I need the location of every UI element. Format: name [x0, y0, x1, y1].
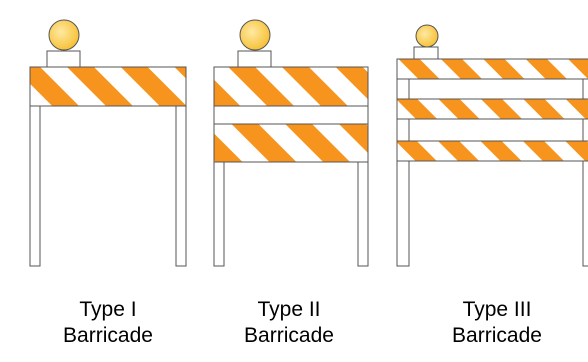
- warning-lamp-icon: [238, 20, 271, 67]
- post-left: [30, 106, 40, 266]
- type-2-barricade: [214, 20, 368, 266]
- rail-1: [214, 67, 368, 106]
- warning-lamp-icon: [414, 25, 438, 59]
- rail-1: [30, 67, 186, 106]
- warning-lamp-icon: [47, 20, 80, 67]
- caption-type-3-line1: Type III: [437, 297, 557, 323]
- post-right: [176, 106, 186, 266]
- caption-type-3: Type III Barricade: [437, 297, 557, 349]
- caption-type-3-line2: Barricade: [437, 323, 557, 349]
- rail-1: [397, 59, 588, 79]
- caption-type-1-line2: Barricade: [48, 323, 168, 349]
- rail-2: [397, 99, 588, 119]
- caption-type-2: Type II Barricade: [229, 297, 349, 349]
- type-1-barricade: [30, 20, 186, 266]
- caption-type-1-line1: Type I: [48, 297, 168, 323]
- rail-gap: [214, 106, 368, 124]
- caption-type-1: Type I Barricade: [48, 297, 168, 349]
- rail-2: [214, 124, 368, 162]
- caption-type-2-line2: Barricade: [229, 323, 349, 349]
- rail-3: [397, 141, 588, 161]
- caption-type-2-line1: Type II: [229, 297, 349, 323]
- type-3-barricade: [397, 25, 588, 266]
